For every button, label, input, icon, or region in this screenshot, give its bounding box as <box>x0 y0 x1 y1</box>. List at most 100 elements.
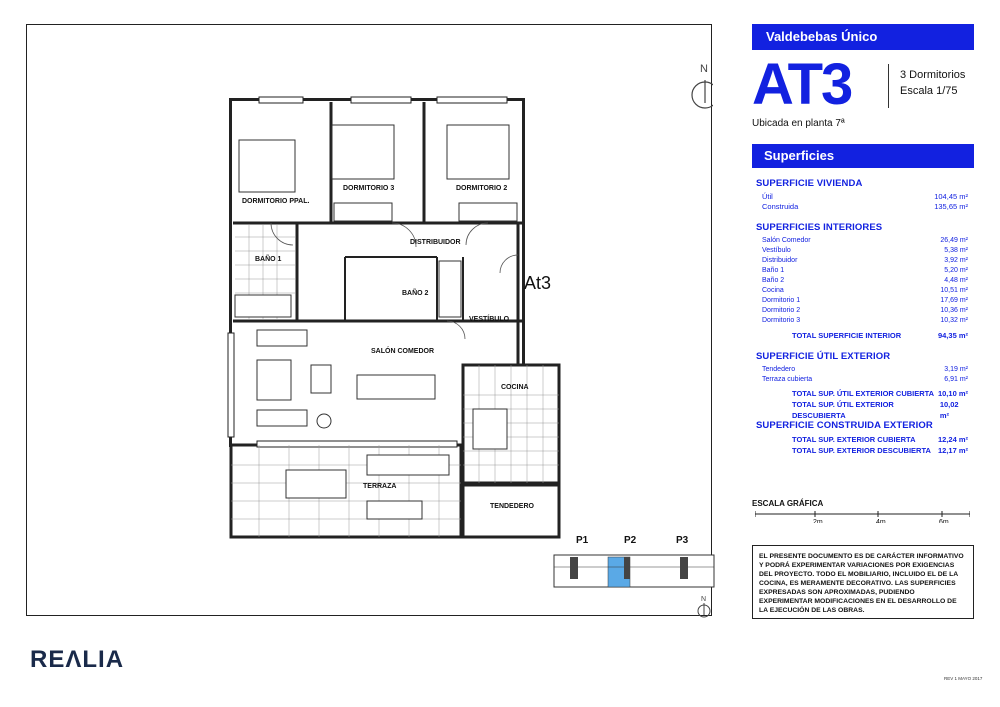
development-title: Valdebebas Único <box>752 24 974 50</box>
util-exterior-list: Tendedero 3,19 m² Terraza cubierta 6,91 m² <box>752 365 974 385</box>
row-label: Distribuidor <box>762 257 798 264</box>
total-row: TOTAL SUP. EXTERIOR DESCUBIERTA 12,17 m² <box>752 445 974 456</box>
row-label: Vestíbulo <box>762 247 791 254</box>
key-plan-north: N <box>701 596 706 603</box>
scale-label: ESCALA GRÁFICA <box>752 499 824 508</box>
interiores-list: Salón Comedor 26,49 m² Vestíbulo 5,38 m² Dis… <box>752 236 974 326</box>
disclaimer: EL PRESENTE DOCUMENTO ES DE CARÁCTER INF… <box>752 545 974 619</box>
row-label: Dormitorio 2 <box>762 307 801 314</box>
scale-tick-4m: 4m <box>876 519 886 523</box>
scale-bar: 2m 4m 6m <box>755 511 970 523</box>
scale-tick-6m: 6m <box>939 519 949 523</box>
room-distribuidor: DISTRIBUIDOR <box>410 239 461 246</box>
divider <box>888 64 889 108</box>
row-value: 10,10 m² <box>937 389 968 398</box>
interiores-heading: SUPERFICIES INTERIORES <box>756 222 883 233</box>
room-dormitorio-2: DORMITORIO 2 <box>456 185 507 192</box>
construida-exterior-heading: SUPERFICIE CONSTRUIDA EXTERIOR <box>756 420 933 431</box>
total-value: 94,35 m² <box>937 331 968 340</box>
vivienda-list: Útil 104,45 m² Construida 135,65 m² <box>752 192 974 212</box>
room-salon-comedor: SALÓN COMEDOR <box>371 346 434 355</box>
row-label: TOTAL SUP. ÚTIL EXTERIOR CUBIERTA <box>792 389 935 398</box>
surface-row: Salón Comedor 26,49 m² <box>752 236 974 246</box>
room-vestibulo: VESTÍBULO <box>469 314 510 323</box>
row-label: TOTAL SUP. ÚTIL EXTERIOR DESCUBIERTA <box>792 400 894 420</box>
row-label: TOTAL SUP. EXTERIOR DESCUBIERTA <box>792 446 931 455</box>
unit-tag: At3 <box>524 273 551 293</box>
surface-row: Útil 104,45 m² <box>752 192 974 202</box>
revision-note: REV 1 MAYO 2017 <box>944 676 983 681</box>
vivienda-heading: SUPERFICIE VIVIENDA <box>756 178 863 189</box>
row-label: Salón Comedor <box>762 237 811 244</box>
bedroom-count: 3 Dormitorios <box>900 69 966 81</box>
surfaces-title: Superficies <box>752 144 974 168</box>
floor-plan-frame: DORMITORIO PPAL. DORMITORIO 3 DORMITORIO… <box>26 24 713 616</box>
row-label: Dormitorio 1 <box>762 297 801 304</box>
surface-row: Dormitorio 2 10,36 m² <box>752 306 974 316</box>
row-value: 10,51 m² <box>940 287 968 294</box>
row-value: 135,65 m² <box>934 202 968 211</box>
row-value: 10,36 m² <box>940 307 968 314</box>
floor-plan: DORMITORIO PPAL. DORMITORIO 3 DORMITORIO… <box>227 63 713 539</box>
surface-row: Baño 1 5,20 m² <box>752 266 974 276</box>
surface-row: Baño 2 4,48 m² <box>752 276 974 286</box>
north-compass-icon: N <box>691 63 713 109</box>
surface-row: Construida 135,65 m² <box>752 202 974 212</box>
surface-row: Cocina 10,51 m² <box>752 286 974 296</box>
row-value: 6,91 m² <box>944 376 968 383</box>
surface-row: Distribuidor 3,92 m² <box>752 256 974 266</box>
total-label: TOTAL SUPERFICIE INTERIOR <box>792 331 902 340</box>
room-cocina: COCINA <box>501 384 529 391</box>
row-label: Dormitorio 3 <box>762 317 801 324</box>
room-dormitorio-3: DORMITORIO 3 <box>343 185 394 192</box>
row-value: 10,32 m² <box>940 317 968 324</box>
total-row: TOTAL SUP. EXTERIOR CUBIERTA 12,24 m² <box>752 434 974 445</box>
room-tendedero: TENDEDERO <box>490 503 535 510</box>
row-label: Tendedero <box>762 366 796 373</box>
surface-row: Terraza cubierta 6,91 m² <box>752 375 974 385</box>
unit-header: AT3 3 Dormitorios Escala 1/75 <box>752 50 974 114</box>
row-label: Terraza cubierta <box>762 376 813 383</box>
floor-location: Ubicada en planta 7ª <box>752 118 845 129</box>
scale-tick-2m: 2m <box>813 519 823 523</box>
unit-code: AT3 <box>752 52 853 117</box>
row-label: Cocina <box>762 287 784 294</box>
room-bano-2: BAÑO 2 <box>402 288 429 297</box>
key-plan-p1: P1 <box>576 535 589 546</box>
room-bano-1: BAÑO 1 <box>255 254 282 263</box>
room-dormitorio-ppal: DORMITORIO PPAL. <box>242 198 309 205</box>
interior-total: TOTAL SUPERFICIE INTERIOR 94,35 m² <box>752 330 974 341</box>
util-exterior-heading: SUPERFICIE ÚTIL EXTERIOR <box>756 351 891 362</box>
row-label: Baño 2 <box>762 277 785 284</box>
row-label: TOTAL SUP. EXTERIOR CUBIERTA <box>792 435 916 444</box>
row-value: 10,02 m² <box>939 400 959 420</box>
row-value: 5,20 m² <box>944 267 968 274</box>
row-label: Baño 1 <box>762 267 785 274</box>
row-value: 4,48 m² <box>944 277 968 284</box>
row-value: 5,38 m² <box>944 247 968 254</box>
key-plan-drawing: N <box>553 554 715 618</box>
row-value: 12,24 m² <box>937 435 968 444</box>
surface-row: Dormitorio 3 10,32 m² <box>752 316 974 326</box>
surface-row: Vestíbulo 5,38 m² <box>752 246 974 256</box>
row-value: 12,17 m² <box>937 446 968 455</box>
total-row: TOTAL SUP. ÚTIL EXTERIOR DESCUBIERTA 10,0… <box>752 399 974 420</box>
key-plan-p2: P2 <box>624 535 637 546</box>
room-terraza: TERRAZA <box>363 483 396 490</box>
key-plan-p3: P3 <box>676 535 689 546</box>
info-panel: Valdebebas Único AT3 3 Dormitorios Escal… <box>752 24 974 456</box>
surface-row: Tendedero 3,19 m² <box>752 365 974 375</box>
north-label: N <box>700 63 708 75</box>
realia-logo: REΛLIA <box>30 646 125 673</box>
row-label: Útil <box>762 192 773 201</box>
surface-row: Dormitorio 1 17,69 m² <box>752 296 974 306</box>
row-value: 3,92 m² <box>944 257 968 264</box>
row-value: 26,49 m² <box>940 237 968 244</box>
row-value: 104,45 m² <box>934 192 968 201</box>
row-value: 17,69 m² <box>940 297 968 304</box>
row-value: 3,19 m² <box>944 366 968 373</box>
row-label: Construida <box>762 202 799 211</box>
